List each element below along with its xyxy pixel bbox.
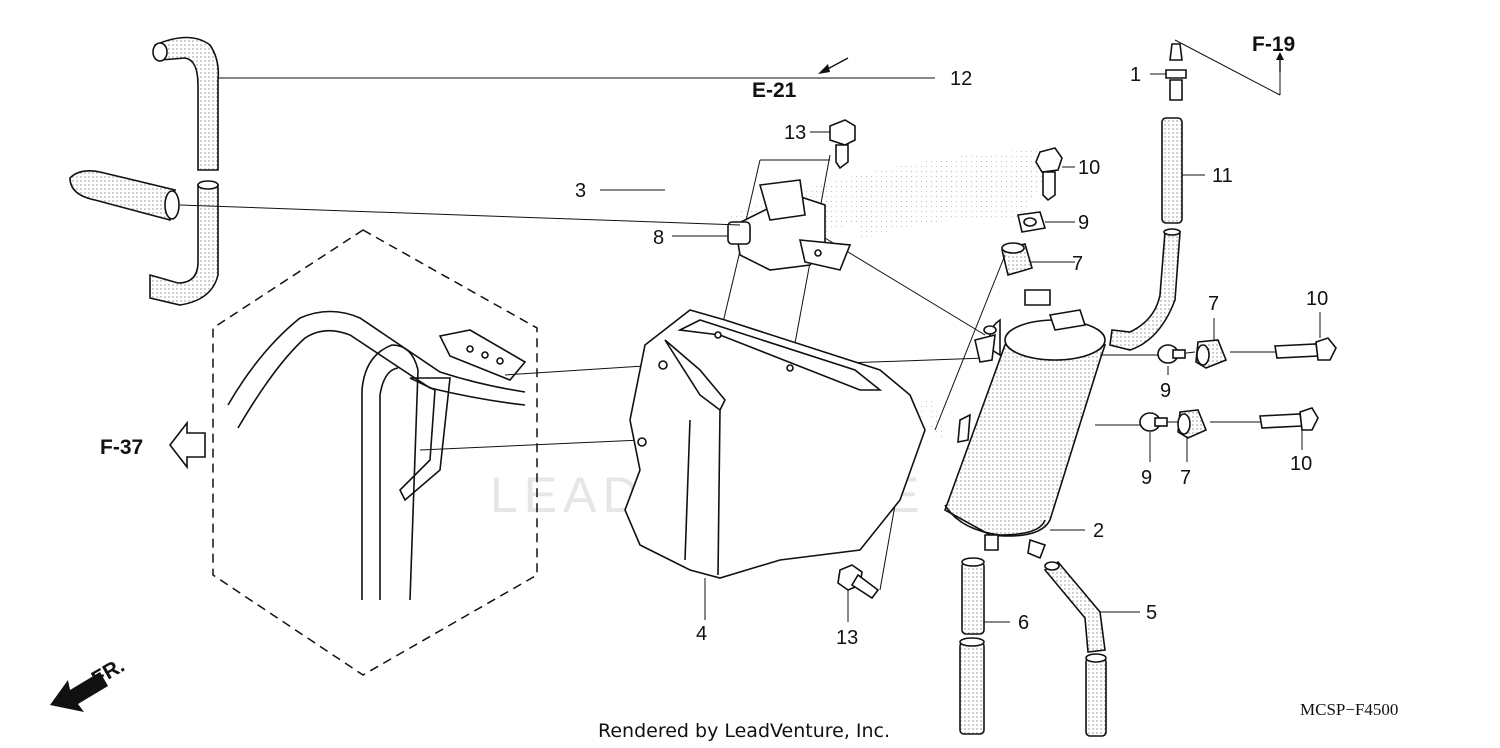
callout-7-upper-right: 7 xyxy=(1208,293,1219,315)
callout-12: 12 xyxy=(950,68,972,90)
callout-2: 2 xyxy=(1093,520,1104,542)
callout-5: 5 xyxy=(1146,602,1157,624)
ref-e21: E-21 xyxy=(752,79,797,102)
callout-11: 11 xyxy=(1212,165,1233,187)
diagram-code: MCSP−F4500 xyxy=(1300,700,1398,719)
mount-hardware-upper xyxy=(1157,337,1337,369)
drain-tube-6 xyxy=(959,557,985,735)
charcoal-canister xyxy=(944,289,1107,560)
callout-10-lower: 10 xyxy=(1290,453,1312,475)
upper-tube xyxy=(149,36,220,306)
mount-hardware-lower xyxy=(1139,407,1319,439)
callout-7-upper-left: 7 xyxy=(1072,253,1083,275)
f37-arrow-icon xyxy=(168,420,206,470)
credit-text: Rendered by LeadVenture, Inc. xyxy=(598,720,890,742)
callout-9-mid: 9 xyxy=(1160,380,1171,402)
frame-detail-outline xyxy=(212,229,538,676)
e21-arrow-icon xyxy=(818,57,849,74)
tube-cap xyxy=(69,170,180,221)
ref-f37: F-37 xyxy=(100,436,143,459)
callout-8: 8 xyxy=(653,227,664,249)
callout-6: 6 xyxy=(1018,612,1029,634)
canister-cover xyxy=(624,309,926,579)
purge-solenoid-valve xyxy=(727,179,852,271)
frame-tubes xyxy=(227,310,527,601)
ref-f19: F-19 xyxy=(1252,33,1295,56)
breather-tube xyxy=(1109,117,1183,351)
callout-13-lower: 13 xyxy=(836,627,858,649)
drain-tube-5 xyxy=(1043,560,1107,737)
collar-9-upper xyxy=(1017,211,1047,233)
front-direction-arrow-icon xyxy=(50,672,108,712)
callout-4: 4 xyxy=(696,623,707,645)
bolt-lower xyxy=(837,564,880,600)
callout-9-lower: 9 xyxy=(1141,467,1152,489)
f19-arrow-icon xyxy=(1276,52,1284,72)
callout-13-upper: 13 xyxy=(784,122,806,144)
callout-10-upper-right: 10 xyxy=(1306,288,1328,310)
callout-7-lower: 7 xyxy=(1180,467,1191,489)
callout-9-upper: 9 xyxy=(1078,212,1089,234)
grommet-7-upper xyxy=(1001,242,1033,277)
callout-10-upper-left: 10 xyxy=(1078,157,1100,179)
tube-clip xyxy=(1165,43,1187,101)
bolt-upper xyxy=(829,119,856,170)
bolt-10-upper xyxy=(1035,147,1063,202)
callout-1: 1 xyxy=(1130,64,1141,86)
callout-3: 3 xyxy=(575,180,586,202)
